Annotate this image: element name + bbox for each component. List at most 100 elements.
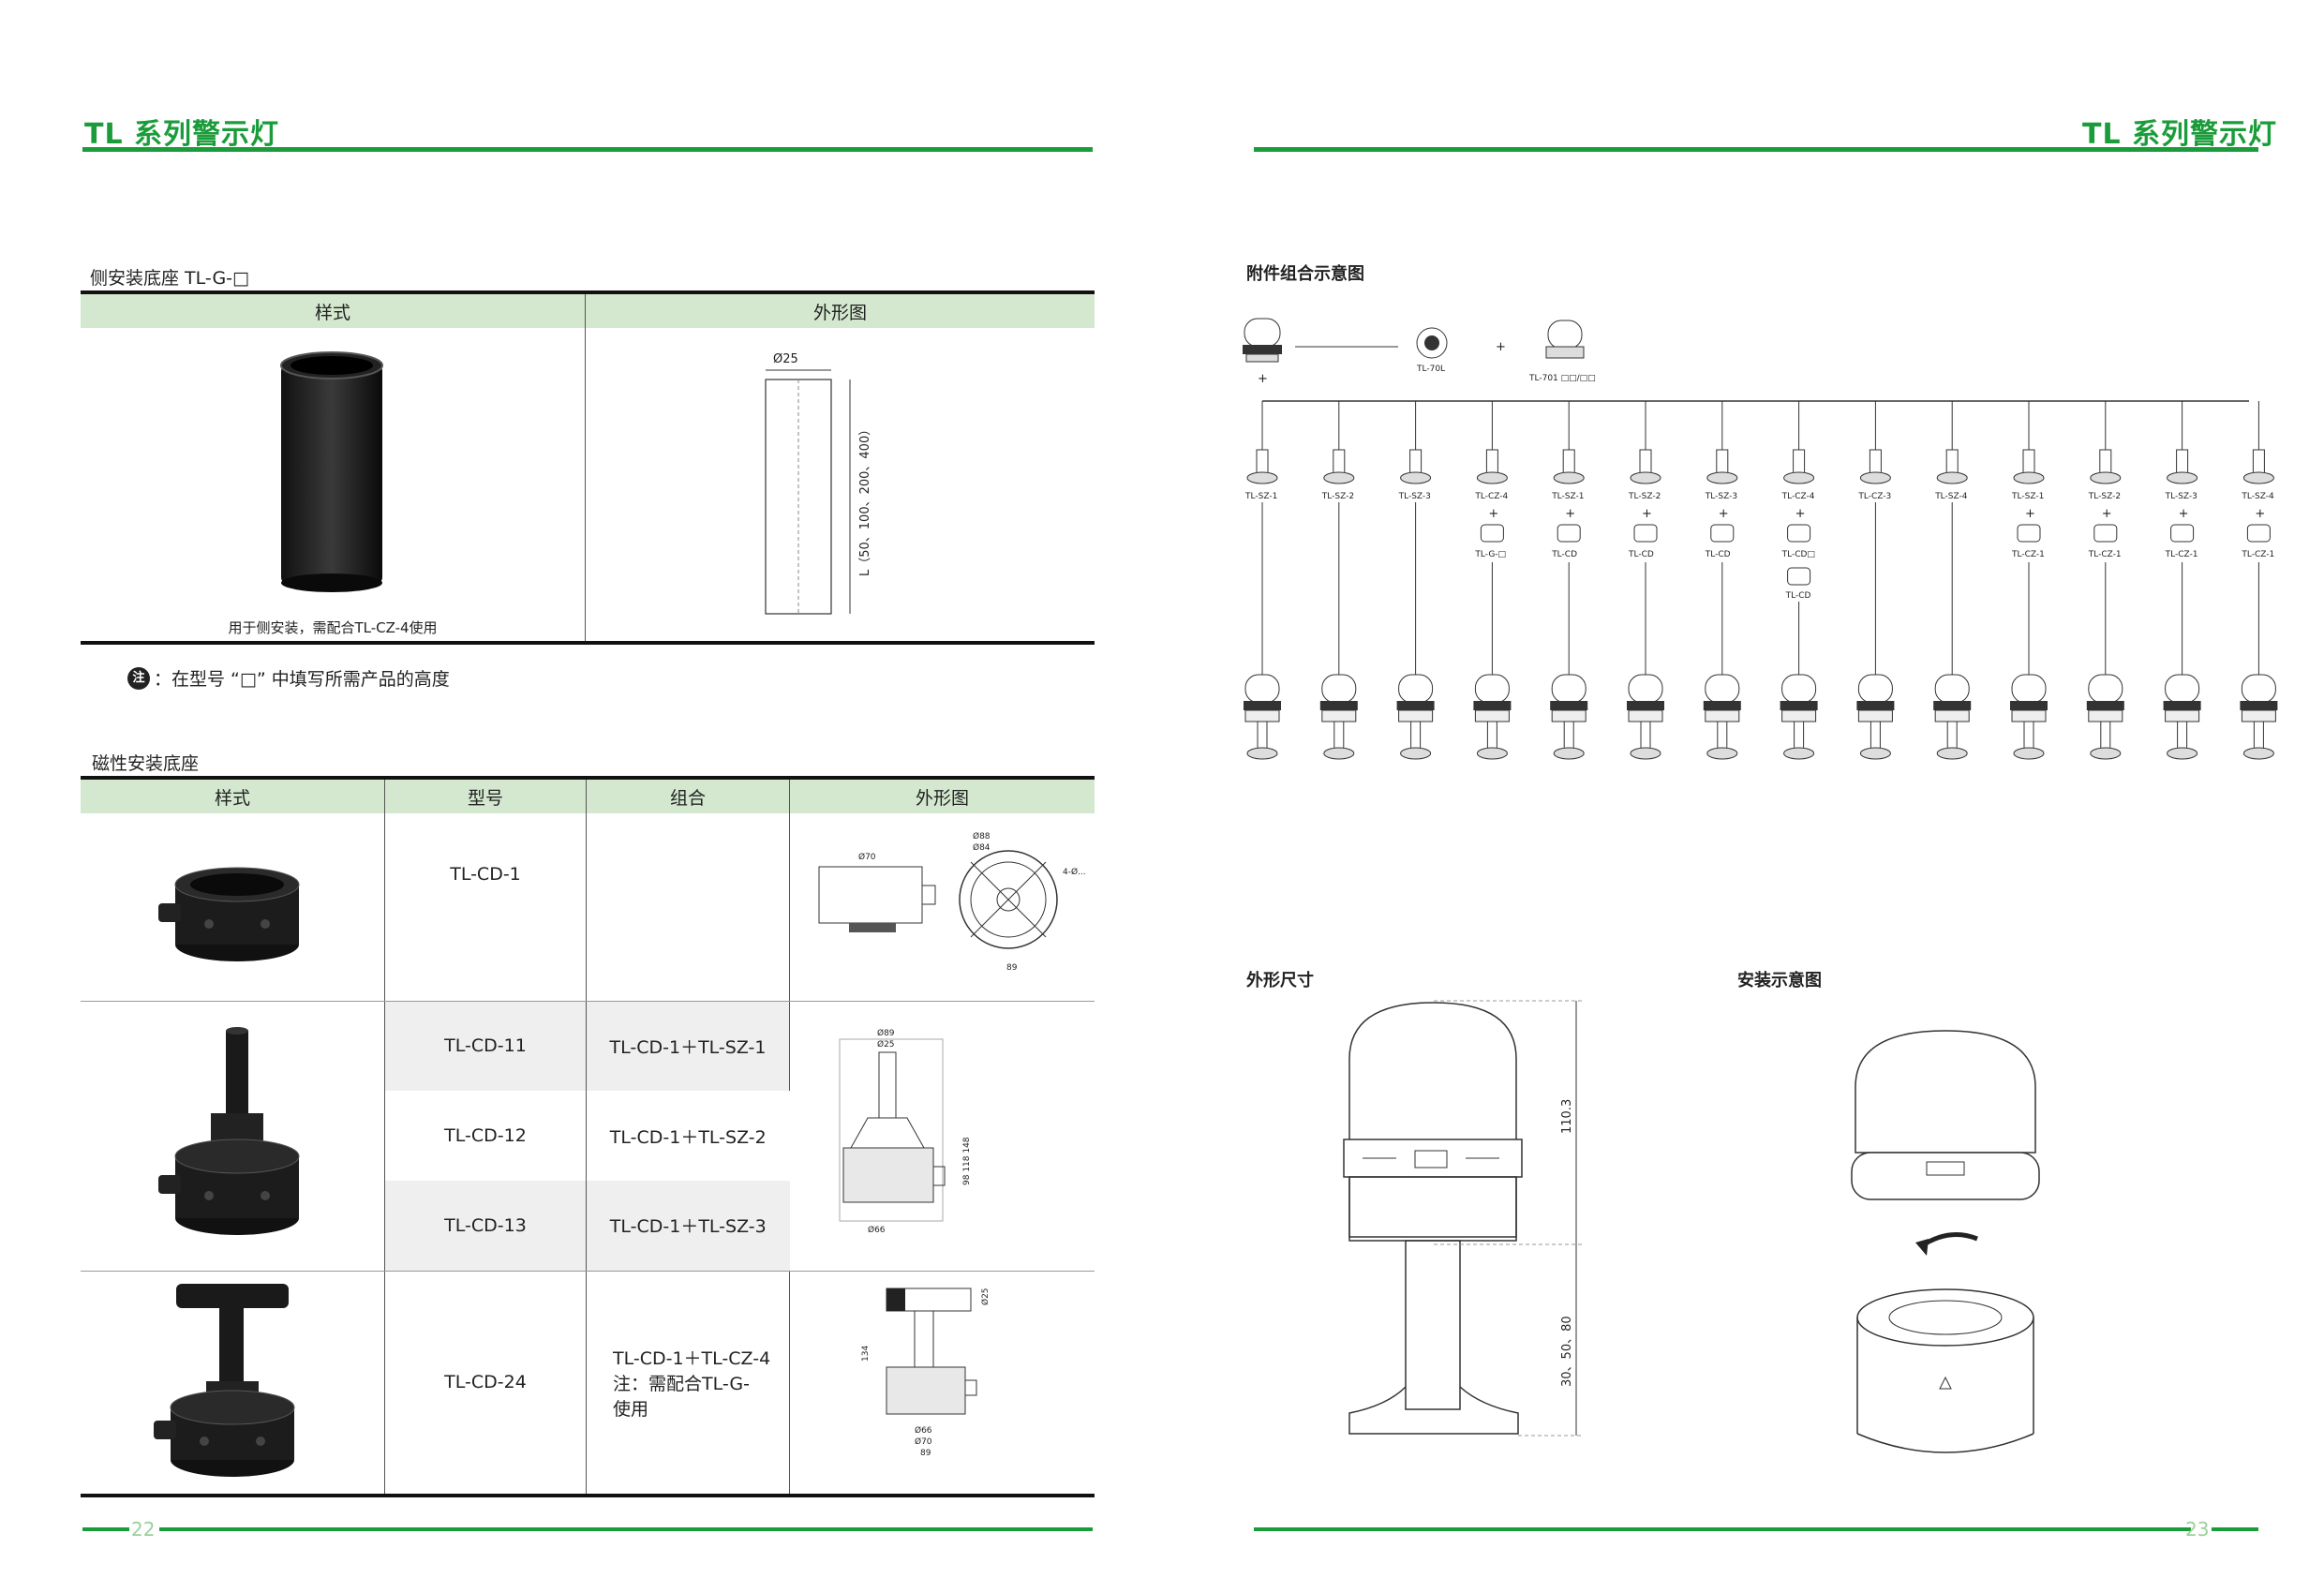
svg-text:Ø70: Ø70 [858,852,876,862]
dims-title: 外形尺寸 [1246,971,1314,990]
svg-text:4-Ø...: 4-Ø... [1063,867,1086,877]
combo-label: TL-CZ-1 [2088,550,2122,559]
combo-column: TL-SZ-3 [1396,401,1435,760]
svg-text:98 118 148: 98 118 148 [962,1137,972,1185]
mag-col-model: 型号 [384,778,587,813]
cd1-base-photo [158,867,300,962]
cd24-drawing: Ø25 134 Ø66 Ø70 89 [861,1288,991,1458]
svg-text:Ø25: Ø25 [877,1039,895,1050]
combo-label: TL-SZ-3 [2165,492,2197,501]
combo-label: TL-SZ-3 [1398,492,1431,501]
right-header-rule [1254,147,2258,152]
dims-drawing: 110.3 30、50、80 [1343,1000,1584,1437]
svg-text:Ø70: Ø70 [915,1437,932,1447]
combo-column: TL-SZ-2 [1319,401,1358,760]
svg-text:Ø25: Ø25 [980,1288,991,1305]
col-style: 样式 [81,292,586,328]
combo-label: TL-CD [1551,550,1577,559]
mag-col-combo: 组合 [586,778,790,813]
dim-diameter: Ø25 [773,352,798,366]
combo-column: TL-CZ-4 + TL-CD□ TL-CD [1780,401,1818,760]
combo-label: TL-CZ-1 [2165,550,2198,559]
left-page-number: 22 [131,1518,156,1541]
svg-text:Ø66: Ø66 [915,1425,932,1436]
svg-text:TL-701 □□/□□: TL-701 □□/□□ [1528,374,1596,383]
combo-label: TL-CZ-1 [2241,550,2274,559]
combo-label: TL-SZ-2 [1628,492,1661,501]
svg-text:30、50、80: 30、50、80 [1560,1316,1574,1387]
install-drawing [1851,1030,2040,1453]
combo-column: TL-CZ-3 [1856,401,1895,760]
cd1-photo-cell [81,813,385,1002]
svg-text:89: 89 [920,1449,931,1458]
cd1-model: TL-CD-1 [384,813,587,1002]
svg-text:+: + [1565,507,1575,521]
svg-text:Ø66: Ø66 [868,1225,886,1235]
cd12-model: TL-CD-12 [384,1091,587,1181]
combo-column: TL-SZ-2+TL-CZ-1 [2086,401,2124,760]
combo-column: TL-CZ-4+TL-G-□ [1473,401,1512,760]
cd24-photo-cell [81,1271,385,1496]
cd1-drawing-cell: Ø70 Ø88 Ø84 89 4-Ø... [789,813,1095,1002]
side-mount-table: 样式 外形图 用于侧安装，需配合TL-CZ-4使用 Ø25 [81,290,1095,645]
note-icon: 注 [127,666,150,690]
combo-label: TL-SZ-4 [2241,492,2274,501]
cd24-drawing-cell: Ø25 134 Ø66 Ø70 89 [790,1271,1095,1496]
svg-text:+: + [1258,372,1268,386]
svg-text:Ø88: Ø88 [973,831,991,841]
cd12-combo: TL-CD-1＋TL-SZ-2 [609,1126,767,1148]
combo-label: TL-CZ-4 [1781,492,1815,501]
combo-label: TL-CZ-1 [2011,550,2045,559]
left-footer-rule-b [159,1527,1093,1531]
right-header-title: TL 系列警示灯 [2082,118,2278,151]
combo-label: TL-SZ-1 [2011,492,2044,501]
lamp-head-icon [1547,320,1583,350]
svg-text:+: + [1642,507,1652,521]
side-mount-caption: 用于侧安装，需配合TL-CZ-4使用 [228,619,438,636]
combo-label: TL-SZ-4 [1934,492,1968,501]
svg-text:+: + [1795,507,1806,521]
svg-text:Ø84: Ø84 [973,842,991,853]
side-mount-drawing-cell: Ø25 L（50、100、200、400） [586,328,1095,643]
combo-label: TL-SZ-2 [2088,492,2121,501]
combo-column: TL-SZ-1 [1244,401,1281,760]
combo-label: TL-G-□ [1474,550,1506,559]
svg-text:+: + [1496,340,1506,354]
combo-label: TL-SZ-3 [1705,492,1737,501]
combo-column: TL-SZ-2 + TL-CD [1627,401,1664,760]
cd1-drawing: Ø70 Ø88 Ø84 89 4-Ø... [818,831,1086,973]
cd24-combo-cell: TL-CD-1＋TL-CZ-4 注：需配合TL-G-使用 [586,1271,790,1496]
combo-label: TL-SZ-1 [1551,492,1584,501]
combo-label: TL-CZ-3 [1857,492,1891,501]
svg-text:+: + [2179,507,2189,521]
combo-label: TL-CD [1785,591,1811,601]
combo-label: TL-SZ-2 [1321,492,1354,501]
cd24-combo: TL-CD-1＋TL-CZ-4 [613,1347,771,1369]
cd11-drawing-cell: Ø89 Ø25 Ø66 98 118 148 [789,1001,1095,1272]
left-header-rule [82,147,1093,152]
right-footer-rule-a [1254,1527,2191,1531]
left-footer-rule-a [82,1527,129,1531]
svg-text:TL-70L: TL-70L [1416,365,1445,374]
cd24-note: 注：需配合TL-G-使用 [613,1373,750,1420]
dim-length: L（50、100、200、400） [858,423,872,575]
svg-text:+: + [2255,507,2265,521]
mag-col-style: 样式 [81,778,385,813]
cd11-drawing: Ø89 Ø25 Ø66 98 118 148 [839,1028,972,1235]
right-footer-rule-b [2212,1527,2258,1531]
side-mount-drawing: Ø25 L（50、100、200、400） [764,352,872,615]
combo-column: TL-SZ-4 + TL-CZ-1 [2240,401,2278,760]
svg-text:+: + [1719,507,1729,521]
svg-text:134: 134 [861,1345,871,1361]
combo-label: TL-CD [1628,550,1654,559]
cd24-model: TL-CD-24 [384,1271,587,1496]
combo-column: TL-SZ-3+TL-CD [1703,401,1741,760]
magnetic-title: 磁性安装底座 [92,753,200,774]
combo-label: TL-CD□ [1781,550,1815,559]
cd13-model: TL-CD-13 [384,1181,587,1272]
mag-col-drawing: 外形图 [789,778,1095,813]
svg-text:+: + [2025,507,2035,521]
right-page-number: 23 [2185,1518,2210,1541]
combo-column: TL-SZ-3 + TL-CZ-1 [2163,401,2201,760]
